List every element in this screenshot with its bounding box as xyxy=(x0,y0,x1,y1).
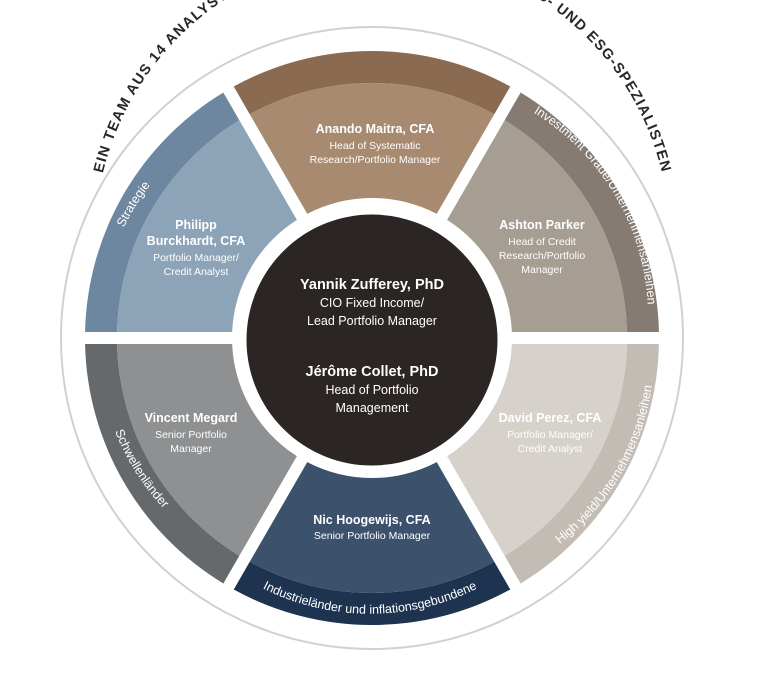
person-name: Anando Maitra, CFA xyxy=(316,122,435,136)
category-label-quant: Quantitative Analyse xyxy=(317,36,435,57)
person-role-line: Senior Portfolio Manager xyxy=(314,530,431,542)
center-person-role: CIO Fixed Income/ xyxy=(320,296,425,310)
segment-text-ind: Nic Hoogewijs, CFA Senior Portfolio Mana… xyxy=(313,513,430,542)
center-person-name: Yannik Zufferey, PhD xyxy=(300,277,444,293)
segment-band-quant xyxy=(233,51,511,115)
person-role-line: Manager xyxy=(521,264,563,276)
person-name: Vincent Megard xyxy=(145,411,238,425)
person-name: David Perez, CFA xyxy=(499,411,602,425)
segment-band-hy xyxy=(504,344,659,584)
person-role-line: Head of Credit xyxy=(508,236,576,248)
segment-text-em: Vincent Megard Senior Portfolio Manager xyxy=(145,411,238,455)
segment-text-strat: Philipp Burckhardt, CFA Portfolio Manage… xyxy=(147,218,246,278)
person-role-line: Credit Analyst xyxy=(518,443,583,455)
segment-text-hy: David Perez, CFA Portfolio Manager/ Cred… xyxy=(499,411,602,455)
center-text: Yannik Zufferey, PhD CIO Fixed Income/ L… xyxy=(300,277,444,415)
segment-strat xyxy=(117,120,297,332)
center-person-name: Jérôme Collet, PhD xyxy=(306,364,439,380)
segment-hy xyxy=(447,344,627,556)
segment-band-ig xyxy=(504,92,659,332)
segments-group xyxy=(85,51,659,625)
center-person-role: Lead Portfolio Manager xyxy=(307,314,437,328)
segment-ind xyxy=(249,462,495,594)
segment-ig xyxy=(447,120,627,332)
segment-text-ig: Ashton Parker Head of Credit Research/Po… xyxy=(499,218,586,276)
person-role-line: Portfolio Manager/ xyxy=(153,252,239,264)
person-name: Philipp xyxy=(175,218,217,232)
segment-band-em xyxy=(85,344,240,584)
segment-band-strat xyxy=(85,92,240,332)
segment-quant xyxy=(249,82,495,214)
person-role-line: Research/Portfolio xyxy=(499,250,586,262)
segment-text-quant: Anando Maitra, CFA Head of Systematic Re… xyxy=(310,122,441,166)
person-name: Burckhardt, CFA xyxy=(147,234,246,248)
person-role-line: Portfolio Manager/ xyxy=(507,429,593,441)
center-circle xyxy=(243,211,501,469)
person-role-line: Senior Portfolio xyxy=(155,429,227,441)
segment-band-ind xyxy=(233,561,511,625)
person-name: Nic Hoogewijs, CFA xyxy=(313,513,430,527)
person-role-line: Head of Systematic xyxy=(329,140,420,152)
person-role-line: Manager xyxy=(170,443,212,455)
person-role-line: Research/Portfolio Manager xyxy=(310,154,441,166)
center-person-role: Head of Portfolio xyxy=(325,383,418,397)
person-role-line: Credit Analyst xyxy=(164,266,229,278)
segment-em xyxy=(117,344,297,556)
center-person-role: Management xyxy=(336,401,409,415)
person-name: Ashton Parker xyxy=(499,218,585,232)
